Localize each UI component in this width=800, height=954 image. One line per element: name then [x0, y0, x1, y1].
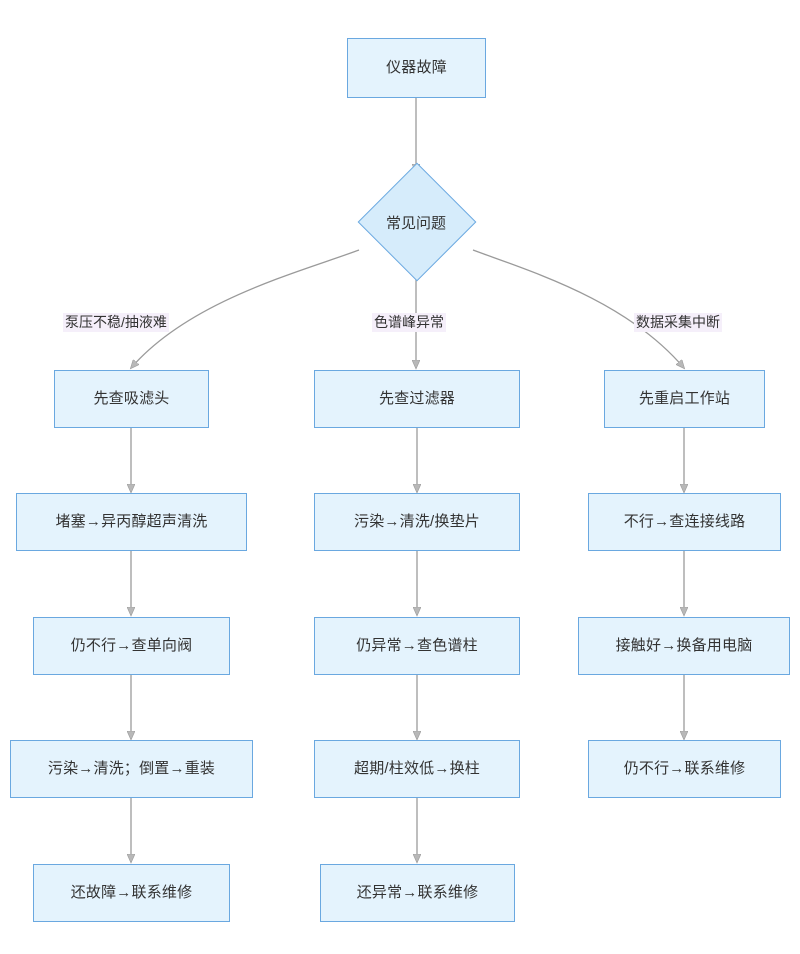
node-label: 污染→清洗/换垫片 [354, 513, 480, 530]
node-decision[interactable]: 常见问题 [355, 162, 477, 282]
node-decision-label: 常见问题 [385, 214, 446, 232]
node-middle-step-1[interactable]: 先查过滤器 [314, 370, 520, 428]
node-middle-step-4[interactable]: 超期/柱效低→换柱 [314, 740, 520, 798]
node-label: 污染→清洗；倒置→重装 [47, 760, 216, 777]
edge-label-text: 泵压不稳/抽液难 [65, 314, 167, 330]
node-middle-step-3[interactable]: 仍异常→查色谱柱 [314, 617, 520, 675]
node-left-step-3[interactable]: 仍不行→查单向阀 [33, 617, 230, 675]
node-right-step-4[interactable]: 仍不行→联系维修 [588, 740, 781, 798]
edge-label-branch-right: 数据采集中断 [634, 313, 722, 332]
node-label: 堵塞→异丙醇超声清洗 [55, 513, 208, 530]
node-label: 先查过滤器 [378, 390, 455, 407]
node-start-label: 仪器故障 [386, 59, 447, 76]
edge-decision-to-right [472, 249, 684, 368]
node-label: 超期/柱效低→换柱 [354, 760, 480, 777]
node-left-step-4[interactable]: 污染→清洗；倒置→重装 [10, 740, 253, 798]
edge-label-text: 数据采集中断 [636, 314, 720, 330]
node-label: 仍不行→联系维修 [623, 760, 746, 777]
edge-label-branch-left: 泵压不稳/抽液难 [63, 313, 169, 332]
node-left-step-5[interactable]: 还故障→联系维修 [33, 864, 230, 922]
node-right-step-2[interactable]: 不行→查连接线路 [588, 493, 781, 551]
edge-decision-to-left [131, 249, 360, 368]
node-left-step-2[interactable]: 堵塞→异丙醇超声清洗 [16, 493, 247, 551]
node-label: 还故障→联系维修 [70, 884, 193, 901]
node-label: 不行→查连接线路 [623, 513, 746, 530]
node-label: 仍异常→查色谱柱 [356, 637, 478, 654]
node-label: 还异常→联系维修 [356, 884, 479, 901]
node-label: 仍不行→查单向阀 [70, 637, 193, 654]
node-middle-step-5[interactable]: 还异常→联系维修 [320, 864, 515, 922]
edge-label-branch-middle: 色谱峰异常 [372, 313, 446, 332]
node-right-step-1[interactable]: 先重启工作站 [604, 370, 765, 428]
node-label: 接触好→换备用电脑 [615, 637, 753, 654]
node-label: 先重启工作站 [638, 390, 731, 407]
edge-label-text: 色谱峰异常 [374, 314, 444, 330]
node-right-step-3[interactable]: 接触好→换备用电脑 [578, 617, 790, 675]
node-left-step-1[interactable]: 先查吸滤头 [54, 370, 209, 428]
node-middle-step-2[interactable]: 污染→清洗/换垫片 [314, 493, 520, 551]
node-label: 先查吸滤头 [93, 390, 170, 407]
node-start[interactable]: 仪器故障 [347, 38, 486, 98]
